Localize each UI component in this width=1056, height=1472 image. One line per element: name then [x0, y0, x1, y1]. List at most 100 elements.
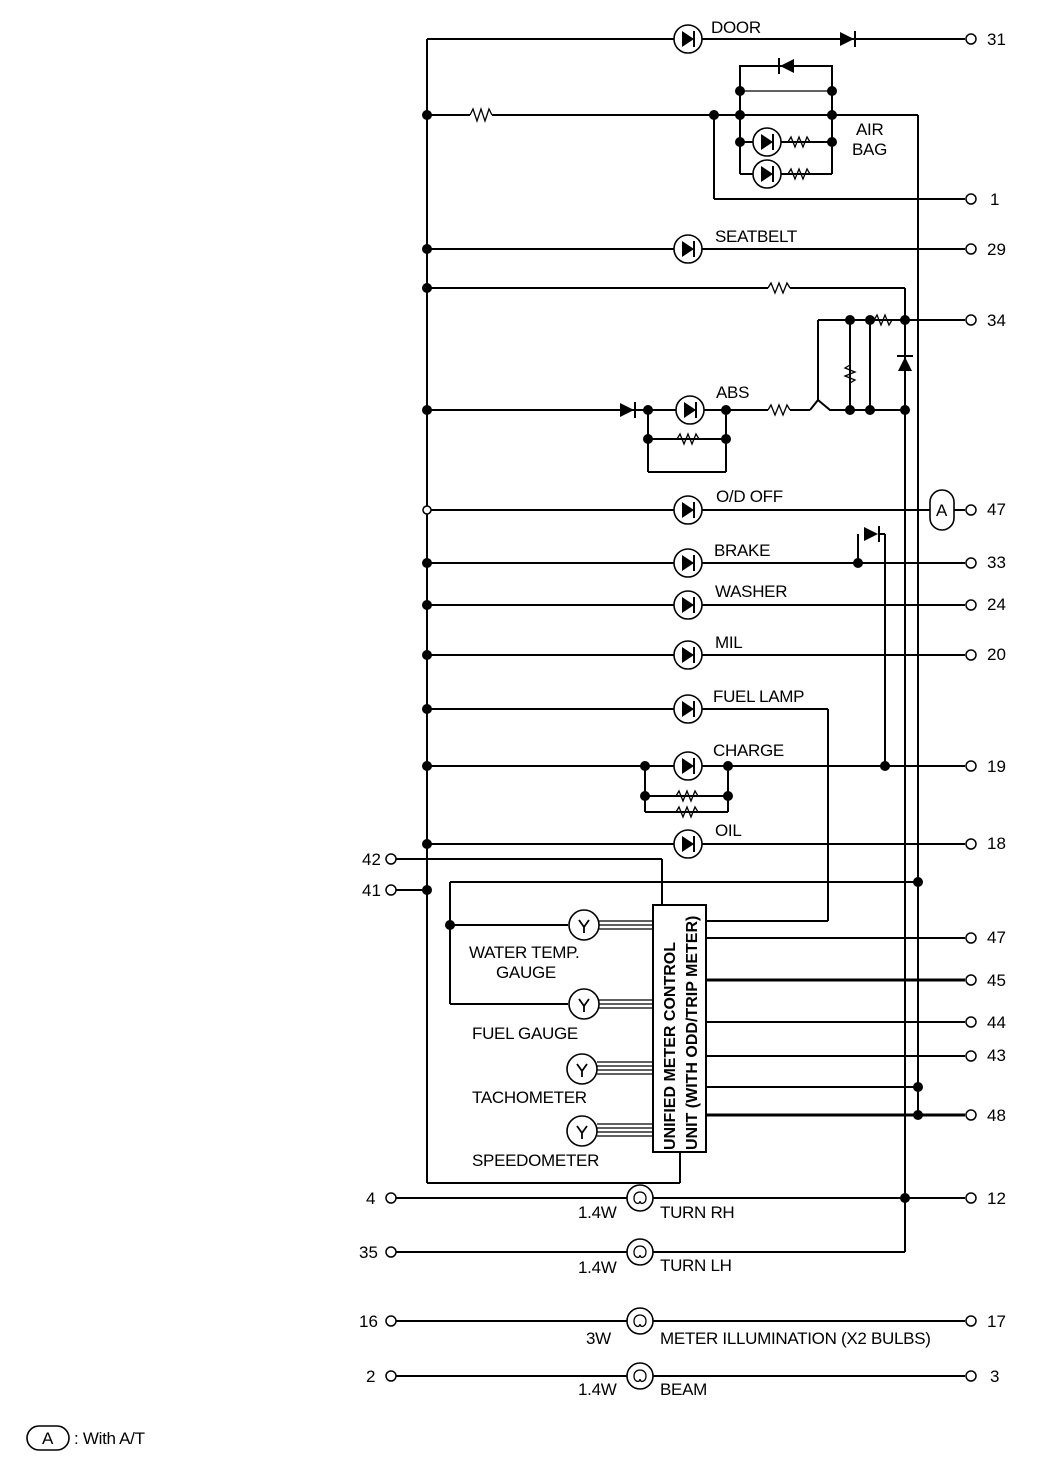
terminal-41 [385, 884, 397, 896]
terminal-44 [965, 1016, 977, 1028]
pin-44: 44 [987, 1013, 1006, 1032]
air-bag-lamp-2-icon [752, 159, 782, 189]
air-bag-lamp-1-icon [752, 127, 782, 157]
terminal-17 [965, 1315, 977, 1327]
fuel-gauge-icon [568, 988, 600, 1020]
turn-lh-circuit: 35 1.4W TURN LH [359, 1238, 905, 1277]
fuel-gauge-label: FUEL GAUGE [472, 1024, 578, 1043]
terminal-31 [965, 33, 977, 45]
pin-31: 31 [987, 30, 1006, 49]
pin-1: 1 [990, 190, 999, 209]
pin-41: 41 [362, 881, 381, 900]
pin-2: 2 [366, 1367, 375, 1386]
pin-47-top: 47 [987, 500, 1006, 519]
terminal-19 [965, 760, 977, 772]
terminal-48 [965, 1109, 977, 1121]
brake-label: BRAKE [714, 541, 770, 560]
main-bus [426, 39, 681, 1184]
brake-lamp-icon [673, 548, 703, 578]
pin-43: 43 [987, 1046, 1006, 1065]
od-off-circuit: A O/D OFF 47 [422, 487, 1006, 531]
terminal-2 [385, 1370, 397, 1382]
terminal-45 [965, 974, 977, 986]
terminal-12 [965, 1192, 977, 1204]
tachometer-icon [566, 1053, 598, 1085]
abs-lamp-icon [675, 395, 705, 425]
pin-33: 33 [987, 553, 1006, 572]
fuel-lamp-icon [673, 694, 703, 724]
seatbelt-lamp-icon [673, 234, 703, 264]
beam-bulb-icon [626, 1362, 654, 1390]
turn-lh-label: TURN LH [660, 1256, 732, 1275]
oil-circuit: OIL 18 [422, 821, 1006, 859]
water-temp-label-2: GAUGE [496, 963, 556, 982]
meter-illumination-circuit: 16 3W METER ILLUMINATION (X2 BULBS) 17 [359, 1307, 1006, 1348]
gauges: WATER TEMP. GAUGE FUEL GAUGE TACHOMETER … [445, 882, 653, 1170]
meter-illum-label: METER ILLUMINATION (X2 BULBS) [660, 1329, 931, 1348]
control-unit-label-2: UNIT (WITH ODD/TRIP METER) [684, 916, 701, 1150]
terminal-24 [965, 599, 977, 611]
charge-circuit: CHARGE 19 [422, 741, 1006, 819]
turn-lh-bulb-icon [626, 1238, 654, 1266]
legend-symbol: A [42, 1429, 54, 1448]
speedometer-icon [566, 1115, 598, 1147]
speedometer-label: SPEEDOMETER [472, 1151, 599, 1170]
diode-icon [839, 30, 856, 48]
fuel-lamp-label: FUEL LAMP [713, 687, 804, 706]
terminal-34 [965, 314, 977, 326]
terminal-20 [965, 649, 977, 661]
terminal-35 [385, 1246, 397, 1258]
mil-lamp-icon [673, 640, 703, 670]
pin-29: 29 [987, 240, 1006, 259]
pin-24: 24 [987, 595, 1006, 614]
terminal-47-bottom [965, 932, 977, 944]
pin-20: 20 [987, 645, 1006, 664]
fuel-lamp-circuit: FUEL LAMP [422, 687, 829, 922]
pin-45: 45 [987, 971, 1006, 990]
terminal-47-top [965, 504, 977, 516]
turn-rh-circuit: 4 1.4W TURN RH 12 [366, 1184, 1006, 1222]
oil-lamp-icon [673, 829, 703, 859]
charge-lamp-icon [673, 751, 703, 781]
meter-illum-bulb-icon [626, 1307, 654, 1335]
pin-35: 35 [359, 1243, 378, 1262]
water-temp-label-1: WATER TEMP. [469, 943, 579, 962]
charge-label: CHARGE [713, 741, 784, 760]
legend-text: : With A/T [74, 1429, 145, 1448]
legend-badge [26, 1425, 70, 1451]
beam-circuit: 2 1.4W BEAM 3 [366, 1362, 999, 1399]
od-off-label: O/D OFF [716, 487, 783, 506]
beam-label: BEAM [660, 1380, 707, 1399]
pin-48: 48 [987, 1106, 1006, 1125]
terminal-4 [385, 1192, 397, 1204]
terminal-33 [965, 557, 977, 569]
legend: A : With A/T [26, 1425, 145, 1451]
control-unit: UNIFIED METER CONTROL UNIT (WITH ODD/TRI… [652, 904, 707, 1153]
control-unit-outputs: 47 45 44 43 48 [706, 928, 1006, 1125]
air-bag-label-2: BAG [852, 140, 887, 159]
pin-19: 19 [987, 757, 1006, 776]
beam-watt: 1.4W [578, 1380, 617, 1399]
seatbelt-circuit: SEATBELT 29 [422, 227, 1006, 264]
terminal-16 [385, 1315, 397, 1327]
mil-circuit: MIL 20 [422, 633, 1006, 670]
washer-circuit: WASHER 24 [422, 582, 1006, 620]
air-bag-circuit: AIR BAG 1 [422, 57, 999, 209]
terminal-1 [965, 193, 977, 205]
with-at-badge-letter: A [936, 501, 948, 520]
washer-lamp-icon [673, 590, 703, 620]
terminal-29 [965, 243, 977, 255]
terminal-43 [965, 1050, 977, 1062]
pin-34: 34 [987, 311, 1006, 330]
oil-label: OIL [715, 821, 742, 840]
abs-diode-icon [619, 401, 636, 419]
pin-12: 12 [987, 1189, 1006, 1208]
resistor-line [422, 281, 905, 295]
door-circuit: DOOR 31 [427, 18, 1006, 54]
turn-rh-bulb-icon [626, 1184, 654, 1212]
pin-18: 18 [987, 834, 1006, 853]
pin-4: 4 [366, 1189, 375, 1208]
terminal-42 [385, 853, 397, 865]
pin-17: 17 [987, 1312, 1006, 1331]
